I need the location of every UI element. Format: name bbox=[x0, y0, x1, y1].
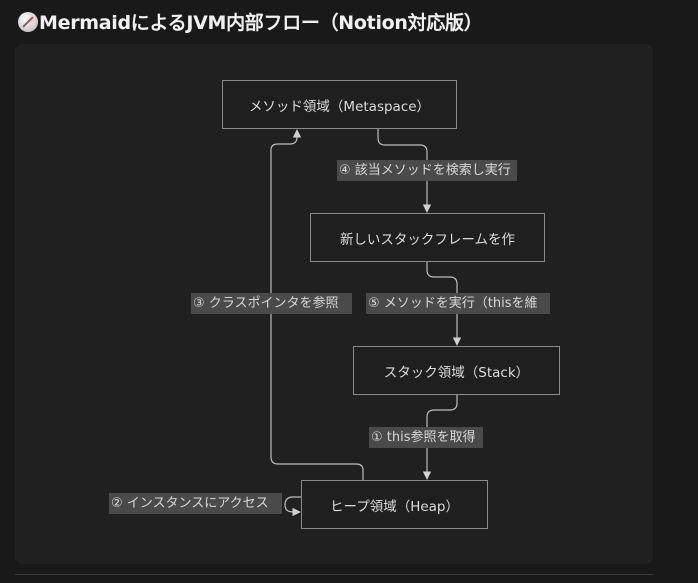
edge-label-3: ③ クラスポインタを参照 bbox=[191, 293, 352, 314]
node-metaspace[interactable]: メソッド領域（Metaspace） bbox=[222, 80, 457, 129]
edge-label-5: ⑤ メソッドを実行（thisを維 bbox=[366, 293, 550, 314]
node-new-stack-frame[interactable]: 新しいスタックフレームを作 bbox=[310, 213, 545, 262]
divider bbox=[15, 574, 653, 575]
node-heap[interactable]: ヒープ領域（Heap） bbox=[301, 480, 488, 529]
edge-label-4: ④ 該当メソッドを検索し実行 bbox=[337, 160, 517, 181]
page-title-text: MermaidによるJVM内部フロー（Notion対応版） bbox=[39, 12, 483, 34]
compass-icon bbox=[18, 11, 38, 32]
page-title: MermaidによるJVM内部フロー（Notion対応版） bbox=[18, 8, 483, 35]
edge-label-2: ② インスタンスにアクセス bbox=[109, 493, 282, 514]
node-stack[interactable]: スタック領域（Stack） bbox=[353, 346, 560, 395]
edge-label-1: ① this参照を取得 bbox=[369, 427, 483, 448]
